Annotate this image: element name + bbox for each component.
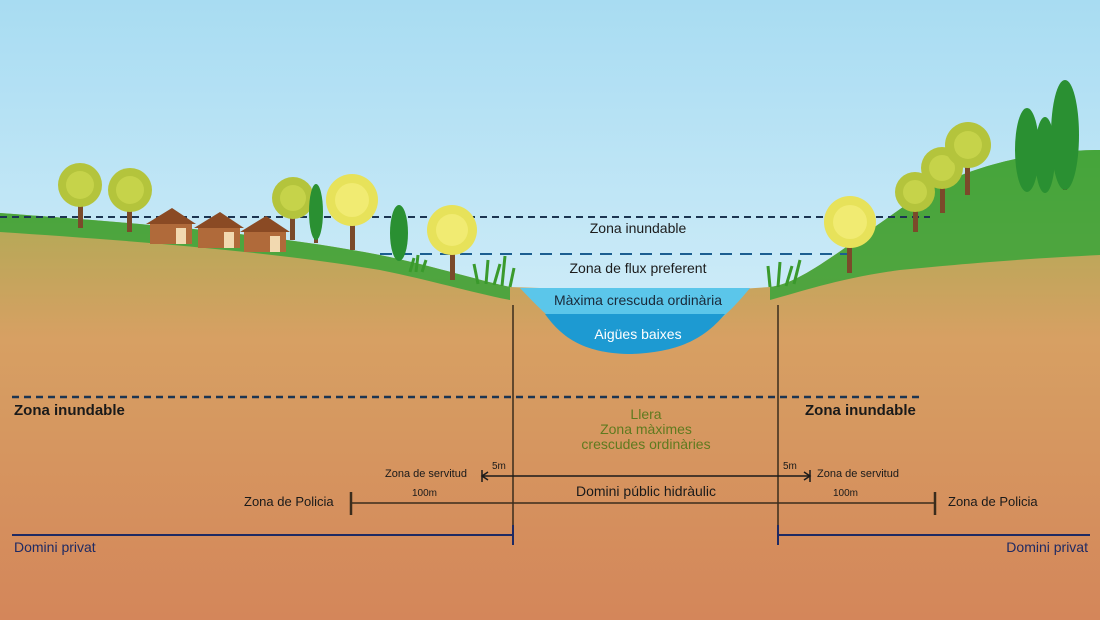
zona-flux-preferent-label: Zona de flux preferent [569,260,707,276]
tree-icon [895,172,935,232]
llera-label: Llera Zona màximes crescudes ordinàries [581,407,710,452]
zona-policia-left-label: Zona de Policia [244,494,334,509]
cypress-tree-icon [390,205,408,261]
zona-inundable-right-label: Zona inundable [805,402,916,419]
tree-icon [108,168,152,232]
low-water [545,314,725,354]
grass-right [770,150,1100,300]
cypress-tree-icon [1051,80,1079,190]
zona-servitud-left-label: Zona de servitud [385,468,467,480]
tree-icon [272,177,314,240]
domini-public-label: Domini públic hidràulic [575,483,717,499]
reeds-icon [408,254,802,288]
policia-width-left: 100m [412,488,438,499]
tree-icon [427,205,477,280]
domini-privat-left-label: Domini privat [14,539,96,555]
zona-servitud-right-label: Zona de servitud [817,468,899,480]
llera-line-2: Zona màximes [600,421,692,437]
grass [0,213,510,300]
domini-privat-right-label: Domini privat [1006,539,1088,555]
house-icon [194,212,244,248]
tree-icon [824,196,876,273]
aigues-baixes-label: Aigües baixes [594,326,682,342]
zona-policia-right-label: Zona de Policia [948,494,1038,509]
llera-line-3: crescudes ordinàries [581,436,711,452]
tree-icon [945,122,991,195]
servitud-arrow [480,470,812,482]
zona-inundable-left-label: Zona inundable [14,402,125,419]
tree-icon [326,174,378,250]
tree-icon [58,163,102,228]
cypress-tree-icon [309,184,323,243]
domini-privat-line-left [12,525,514,545]
cypress-tree-icon [1015,108,1039,192]
cypress-tree-icon [1035,117,1055,193]
house-icon [146,208,196,244]
house-icon [240,216,290,252]
policia-width-right: 100m [833,488,859,499]
servitud-width-right: 5m [783,461,797,472]
domini-privat-line-right [777,525,1090,545]
zona-inundable-top-label: Zona inundable [589,220,687,236]
llera-line-1: Llera [630,406,662,422]
maxima-crescuda-label: Màxima crescuda ordinària [553,292,723,308]
policia-line [349,492,937,515]
servitud-width-left: 5m [492,461,506,472]
